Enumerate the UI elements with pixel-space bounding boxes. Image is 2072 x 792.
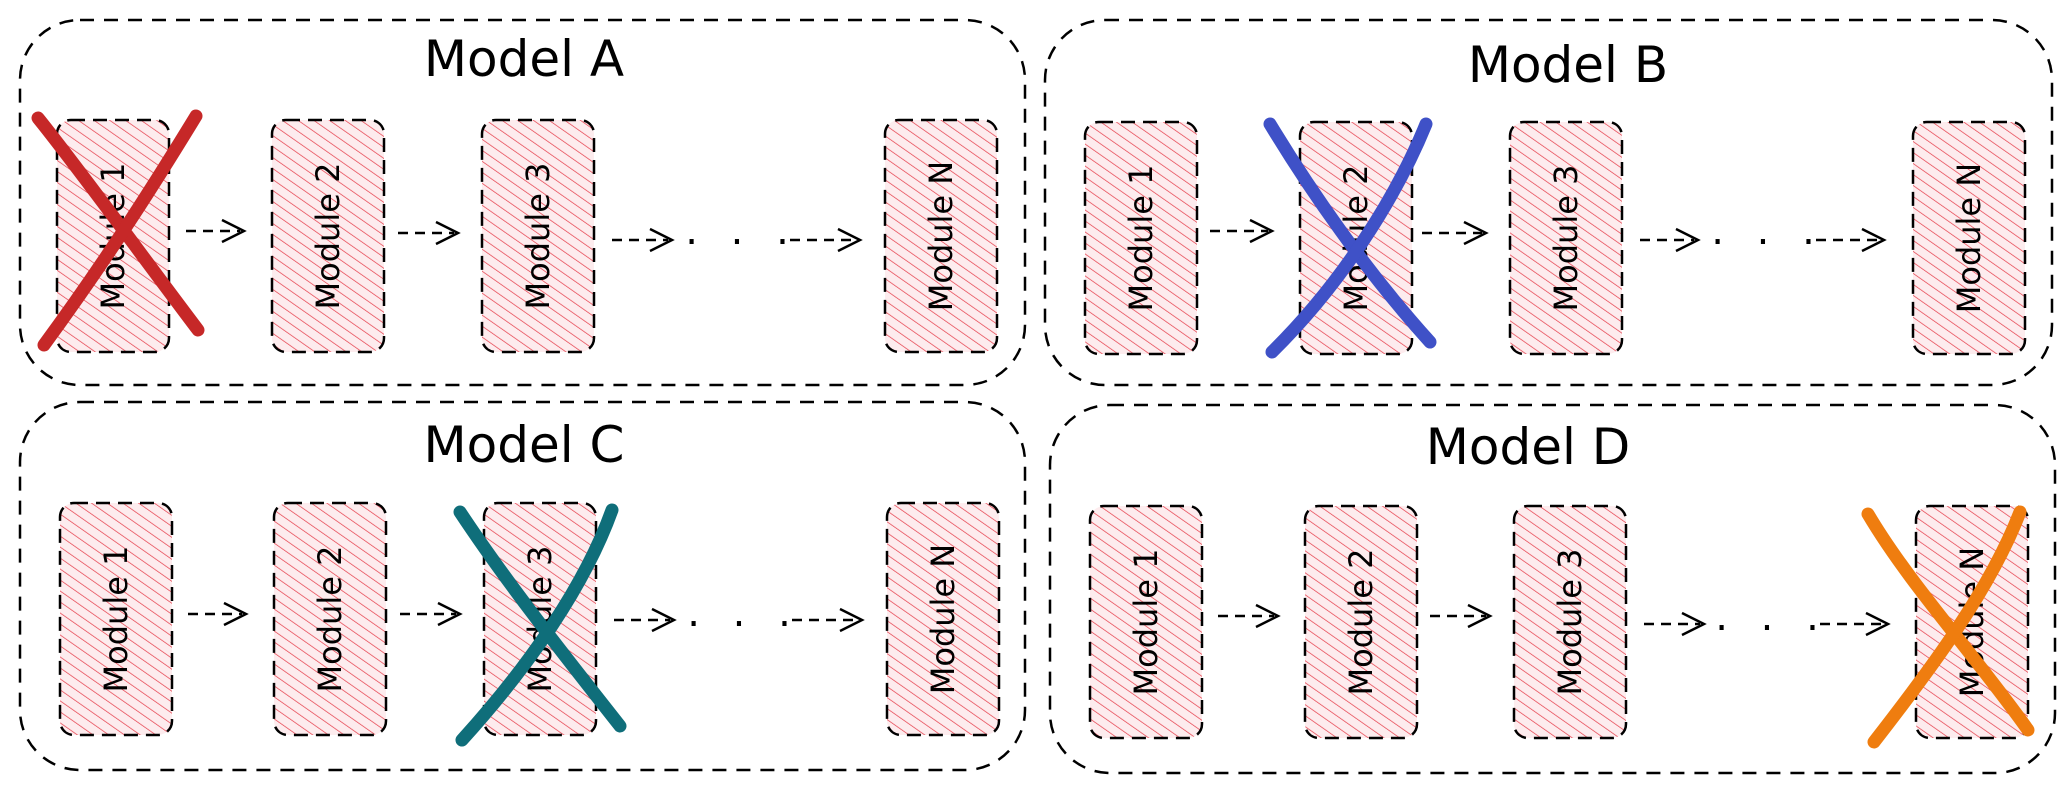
arrow [400,601,463,627]
module-label: Module 3 [1547,165,1585,312]
module-box [883,118,999,354]
module-label: Module 2 [1342,549,1380,696]
cross-mark-model-c [453,503,627,747]
panel-title: Model B [1468,36,1668,94]
cross-stroke [31,111,205,337]
panel-title: Model D [1426,418,1631,476]
module-label: Module 2 [311,546,349,693]
cross-stroke [453,505,627,733]
module-3: Module 3 [1512,504,1628,740]
module-3: Module 3 [1508,120,1624,356]
ellipsis: . . . [1711,208,1825,254]
cross-mark-model-a [31,109,205,352]
arrow [792,607,865,633]
cross-mark-model-d [1861,505,2035,749]
panel-title: Model C [424,416,625,474]
module-box [1083,120,1199,356]
module-n: Module N [883,118,999,354]
module-label: Module N [1950,163,1988,313]
module-label: Module 3 [519,163,557,310]
arrow [1640,227,1701,253]
cross-stroke [1861,507,2035,737]
cross-stroke [455,503,619,747]
cross-stroke [1867,505,2027,749]
panel-border [1043,18,2054,387]
ellipsis: . . . [685,208,799,254]
module-label: Module 1 [1127,549,1165,696]
panel-model-c: Model C Module 1 Module 2 Module 3 Modul… [18,400,1027,772]
cross-stroke [1265,117,1433,359]
module-box [480,118,596,354]
arrow [614,607,677,633]
module-label: Module 2 [309,163,347,310]
module-2: Module 2 [270,118,386,354]
arrow [1422,220,1489,246]
cross-stroke [1263,117,1437,349]
ellipsis: . . . [1715,594,1829,640]
panel-border [18,400,1027,772]
module-box [1911,120,2027,356]
module-1: Module 1 [1088,504,1204,740]
panel-border [18,18,1027,387]
module-box [1508,120,1624,356]
module-label: Module 1 [97,546,135,693]
arrow [1430,603,1493,629]
module-n: Module N [1911,120,2027,356]
module-box [1512,504,1628,740]
module-label: Module N [922,161,960,311]
cross-stroke [37,109,203,352]
module-2: Module 2 [1303,504,1419,740]
module-label: Module N [924,544,962,694]
arrow [1816,227,1887,253]
arrow [188,601,249,627]
panel-title: Model A [424,30,624,88]
arrow [1218,603,1281,629]
cross-mark-model-b [1263,117,1437,359]
module-box [1088,504,1204,740]
module-2: Module 2 [1298,120,1414,356]
ellipsis: . . . [687,590,801,636]
arrow [790,227,863,253]
panel-model-b: Model B Module 1 Module 2 Module 3 Modul… [1043,18,2054,387]
panel-model-a: Model A Module 1 Module 2 Module 3 Modul… [18,18,1027,387]
panel-model-d: Model D Module 1 Module 2 Module 3 Modul… [1048,403,2057,775]
module-box [885,501,1001,737]
module-label: Module 1 [1122,165,1160,312]
module-1: Module 1 [58,501,174,737]
module-1: Module 1 [1083,120,1199,356]
module-2: Module 2 [272,501,388,737]
arrow [398,220,461,246]
arrow [186,218,247,244]
module-label: Module 3 [1551,549,1589,696]
module-box [1303,504,1419,740]
arrow [612,227,675,253]
arrow [1820,611,1891,637]
panel-border [1048,403,2057,775]
module-n: Module N [885,501,1001,737]
module-box [272,501,388,737]
arrow [1210,218,1275,244]
module-3: Module 3 [480,118,596,354]
module-box [58,501,174,737]
module-box [270,118,386,354]
arrow [1644,611,1707,637]
